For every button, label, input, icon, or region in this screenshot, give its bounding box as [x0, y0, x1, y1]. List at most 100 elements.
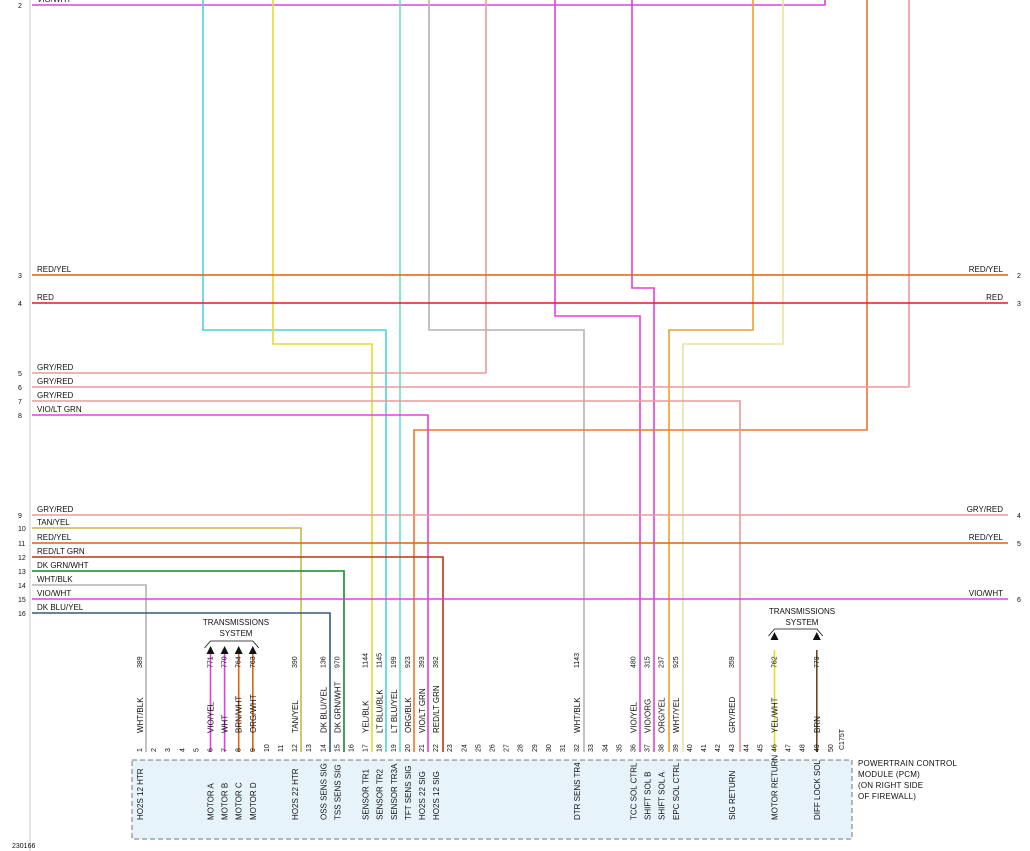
wire-color-8: BRN/WHT [235, 696, 244, 733]
pcm-label-line-4: OF FIREWALL) [858, 792, 916, 801]
pin-function-37: SHIFT SOL B [644, 772, 653, 820]
bus-label-layer: VIO/WHT2RED/YEL3RED4GRY/RED5GRY/RED6GRY/… [18, 0, 1021, 618]
left-bus-num-12: 12 [18, 555, 26, 562]
pin-function-39: EPC SOL CTRL [672, 762, 681, 820]
pin-function-22: HO2S 12 SIG [432, 771, 441, 820]
wire-bus-tan-yel [32, 527, 302, 752]
cavity-num-16: 16 [349, 744, 356, 752]
wire-bus-dk-grn-wht [32, 570, 345, 752]
left-bus-label-2: VIO/WHT [37, 0, 71, 4]
circuit-num-22: 392 [433, 656, 440, 668]
left-bus-num-11: 11 [18, 541, 25, 548]
left-bus-num-3: 3 [18, 273, 22, 280]
left-bus-label-6: GRY/RED [37, 377, 74, 386]
wire-color-39: WHT/YEL [672, 697, 681, 733]
connector-arrow-pin-7 [220, 646, 229, 654]
connector-arrow-pin-8 [234, 646, 243, 654]
wire-color-38: ORG/YEL [658, 697, 667, 733]
wire-color-18: LT BLU/BLK [376, 689, 385, 733]
cavity-num-2: 2 [151, 748, 158, 752]
pcm-module-box [131, 759, 853, 840]
wire-color-9: ORG/WHT [249, 694, 258, 733]
pin-function-14: OSS SENS SIG [319, 763, 328, 820]
cavity-num-19: 19 [391, 744, 398, 752]
cavity-num-34: 34 [602, 744, 609, 752]
left-bus-num-4: 4 [18, 301, 22, 308]
left-bus-num-5: 5 [18, 371, 22, 378]
left-bus-label-12: RED/LT GRN [37, 547, 85, 556]
cavity-num-38: 38 [659, 744, 666, 752]
right-bus-num-6: 6 [1017, 597, 1021, 604]
wire-color-46: YEL/WHT [771, 697, 780, 733]
trans-group-right-line-1: TRANSMISSIONS [769, 607, 835, 616]
cavity-num-39: 39 [673, 744, 680, 752]
wire-color-15: DK GRN/WHT [333, 681, 342, 733]
circuit-num-6: 771 [208, 656, 215, 668]
cavity-num-14: 14 [320, 744, 327, 752]
circuit-num-38: 237 [659, 656, 666, 668]
connector-arrow-pin-46 [770, 632, 779, 640]
left-bus-label-5: GRY/RED [37, 363, 74, 372]
cavity-num-18: 18 [377, 744, 384, 752]
wire-bus-dk-blu-yel [32, 612, 331, 752]
cavity-num-21: 21 [419, 744, 426, 752]
cavity-num-30: 30 [546, 744, 553, 752]
left-bus-label-9: GRY/RED [37, 505, 74, 514]
cavity-num-6: 6 [208, 748, 215, 752]
left-bus-num-10: 10 [18, 526, 26, 533]
left-bus-num-15: 15 [18, 597, 26, 604]
circuit-num-12: 390 [292, 656, 299, 668]
wire-color-7: WHT [221, 715, 230, 733]
cavity-num-27: 27 [504, 744, 511, 752]
cavity-num-36: 36 [631, 744, 638, 752]
pcm-label-line-3: (ON RIGHT SIDE [858, 781, 923, 790]
pcm-label-line-1: POWERTRAIN CONTROL [858, 759, 957, 768]
cavity-num-44: 44 [743, 744, 750, 752]
cavity-num-10: 10 [264, 744, 271, 752]
left-bus-label-14: WHT/BLK [37, 575, 73, 584]
circuit-num-37: 315 [645, 656, 652, 668]
pcm-label-line-2: MODULE (PCM) [858, 770, 920, 779]
wire-color-19: LT BLU/YEL [390, 689, 399, 733]
left-bus-num-13: 13 [18, 569, 26, 576]
left-bus-num-16: 16 [18, 611, 26, 618]
wire-top-vio-wht [32, 0, 826, 6]
trans-group-left-line-2: SYSTEM [220, 629, 253, 638]
connector-arrow-layer [204, 628, 824, 654]
wire-bus-vio-lt-grn [32, 414, 429, 752]
cavity-num-47: 47 [786, 744, 793, 752]
left-bus-num-14: 14 [18, 583, 26, 590]
circuit-num-14: 136 [320, 656, 327, 668]
circuit-num-39: 925 [673, 656, 680, 668]
cavity-num-7: 7 [222, 748, 229, 752]
left-bus-label-8: VIO/LT GRN [37, 405, 82, 414]
right-bus-label-2: RED/YEL [969, 265, 1004, 274]
cavity-num-49: 49 [814, 744, 821, 752]
cavity-num-29: 29 [532, 744, 539, 752]
circuit-num-43: 359 [729, 656, 736, 668]
left-bus-num-6: 6 [18, 385, 22, 392]
circuit-num-32: 1143 [574, 653, 581, 668]
wire-lt-blu-blk [202, 0, 387, 752]
wire-vio-org [631, 0, 655, 752]
wire-org-blk [413, 0, 868, 752]
cavity-num-40: 40 [687, 744, 694, 752]
left-bus-label-15: VIO/WHT [37, 589, 71, 598]
wire-color-36: VIO/YEL [630, 701, 639, 733]
left-bus-num-9: 9 [18, 513, 22, 520]
cavity-num-3: 3 [165, 748, 172, 752]
wire-color-1: WHT/BLK [136, 697, 145, 733]
wire-color-20: ORG/BLK [404, 697, 413, 733]
pin-function-1: HO2S 12 HTR [136, 768, 145, 820]
wire-bus-gry-red-7 [32, 400, 741, 752]
wire-color-49: BRN [813, 716, 822, 733]
circuit-num-7: 770 [222, 656, 229, 668]
left-bus-label-11: RED/YEL [37, 533, 72, 542]
right-bus-label-5: RED/YEL [969, 533, 1004, 542]
wire-color-22: RED/LT GRN [432, 685, 441, 733]
circuit-num-8: 764 [236, 656, 243, 668]
circuit-num-21: 393 [419, 656, 426, 668]
group-bracket-right [768, 628, 824, 637]
